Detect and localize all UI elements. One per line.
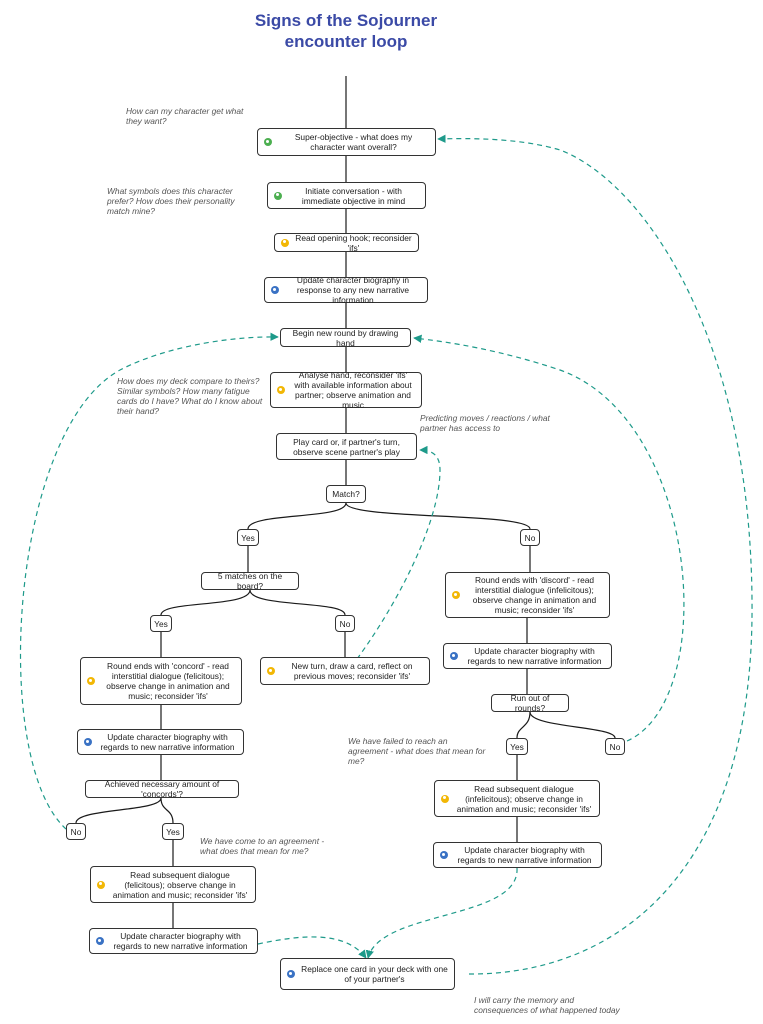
node-new-turn: New turn, draw a card, reflect on previo… — [260, 657, 430, 685]
node-run-out-of-rounds: Run out of rounds? — [491, 693, 569, 713]
dashed-connectors — [19, 134, 753, 975]
solid-connectors — [75, 76, 616, 928]
orange-person-icon — [452, 591, 460, 599]
note-reached-agreement: We have come to an agreement - what does… — [200, 836, 325, 856]
orange-person-icon — [441, 794, 449, 803]
node-five-matches: 5 matches on the board? — [201, 571, 299, 591]
node-read-opening-hook: Read opening hook; reconsider 'ifs' — [274, 233, 419, 253]
node-round-discord: Round ends with 'discord' - read interst… — [445, 572, 610, 618]
node-read-infelicitous: Read subsequent dialogue (infelicitous);… — [434, 780, 600, 817]
note-failed-agreement: We have failed to reach an agreement - w… — [348, 736, 486, 766]
note-deck-question: How does my deck compare to theirs? Simi… — [117, 376, 263, 416]
node-play-card: Play card or, if partner's turn, observe… — [276, 433, 417, 460]
blue-person-icon — [271, 286, 279, 294]
node-five-matches-yes: Yes — [150, 615, 172, 632]
node-update-bio-3: Update character biography with regards … — [89, 928, 258, 954]
node-round-concord: Round ends with 'concord' - read interst… — [80, 657, 242, 705]
node-begin-new-round: Begin new round by drawing hand — [280, 328, 411, 348]
orange-person-icon — [267, 667, 275, 675]
blue-person-icon — [84, 738, 92, 746]
node-match-no: No — [520, 529, 540, 546]
node-five-matches-no: No — [335, 615, 355, 632]
blue-person-icon — [96, 937, 104, 945]
note-symbols-question: What symbols does this character prefer?… — [107, 186, 235, 216]
orange-person-icon — [281, 238, 289, 247]
node-update-bio-1: Update character biography in response t… — [264, 275, 428, 305]
node-update-bio-4: Update character biography with regards … — [443, 643, 612, 669]
node-superobjective: Super-objective - what does my character… — [257, 128, 436, 156]
blue-person-icon — [450, 652, 458, 660]
node-initiate-conversation: Initiate conversation - with immediate o… — [267, 182, 426, 209]
orange-person-icon — [97, 880, 105, 889]
diagram-title: Signs of the Sojourner encounter loop — [254, 11, 438, 51]
note-carry-memory: I will carry the memory and consequences… — [474, 995, 620, 1015]
node-run-out-no: No — [605, 738, 625, 755]
blue-person-icon — [287, 970, 295, 978]
node-match-decision: Match? — [326, 485, 366, 503]
green-person-icon — [264, 138, 272, 146]
node-achieved-concords: Achieved necessary amount of 'concords'? — [85, 779, 239, 799]
node-achieved-no: No — [66, 823, 86, 840]
orange-person-icon — [277, 386, 285, 394]
node-replace-card: Replace one card in your deck with one o… — [280, 958, 455, 990]
node-analyse-hand: Analyse hand, reconsider 'ifs' with avai… — [270, 370, 422, 410]
node-read-felicitous: Read subsequent dialogue (felicitous); o… — [90, 866, 256, 903]
node-run-out-yes: Yes — [506, 738, 528, 755]
node-match-yes: Yes — [237, 529, 259, 546]
green-person-icon — [274, 191, 282, 200]
node-update-bio-2: Update character biography with regards … — [77, 729, 244, 755]
note-predicting-moves: Predicting moves / reactions / what part… — [420, 413, 550, 433]
orange-person-icon — [87, 677, 95, 685]
node-update-bio-5: Update character biography with regards … — [433, 842, 602, 868]
blue-person-icon — [440, 851, 448, 859]
note-superobjective-question: How can my character get what they want? — [126, 106, 244, 126]
node-achieved-yes: Yes — [162, 823, 184, 840]
